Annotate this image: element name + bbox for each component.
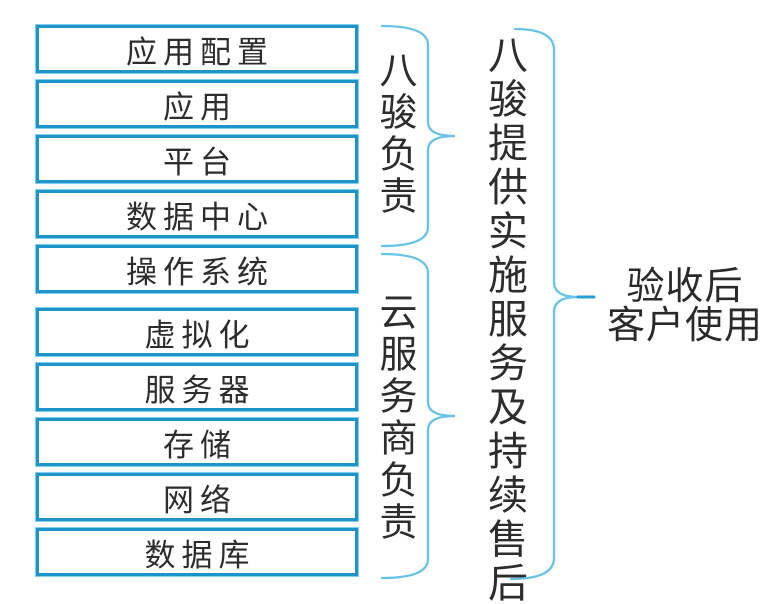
- layer-box-data-center: 数据中心: [35, 189, 359, 239]
- acceptance-note-line1: 验收后: [626, 266, 744, 308]
- cloud-provider-group-label: 云服务商负责: [373, 292, 415, 544]
- acceptance-note: 验收后 客户使用: [598, 268, 772, 346]
- layer-stack: 应用配置 应用 平台 数据中心 操作系统 虚拟化 服务器 存储 网络 数据库: [35, 24, 359, 577]
- service-annotation-label: 八骏提供实施服务及持续售后: [482, 34, 527, 604]
- layer-box-storage: 存储: [35, 417, 359, 467]
- layer-box-os: 操作系统: [35, 244, 359, 294]
- curly-brace-bajun-icon: [380, 24, 456, 248]
- layer-box-database: 数据库: [35, 527, 359, 577]
- curly-brace-cloud-icon: [380, 252, 456, 580]
- bajun-group-label: 八骏负责: [373, 50, 415, 218]
- layer-box-server: 服务器: [35, 362, 359, 412]
- acceptance-note-line2: 客户使用: [606, 304, 763, 347]
- layer-box-application: 应用: [35, 79, 359, 129]
- layer-box-platform: 平台: [35, 134, 359, 184]
- layer-box-app-config: 应用配置: [35, 24, 359, 74]
- curly-brace-service-icon: [509, 27, 596, 581]
- layer-box-virtualization: 虚拟化: [35, 307, 359, 357]
- layer-box-network: 网络: [35, 472, 359, 522]
